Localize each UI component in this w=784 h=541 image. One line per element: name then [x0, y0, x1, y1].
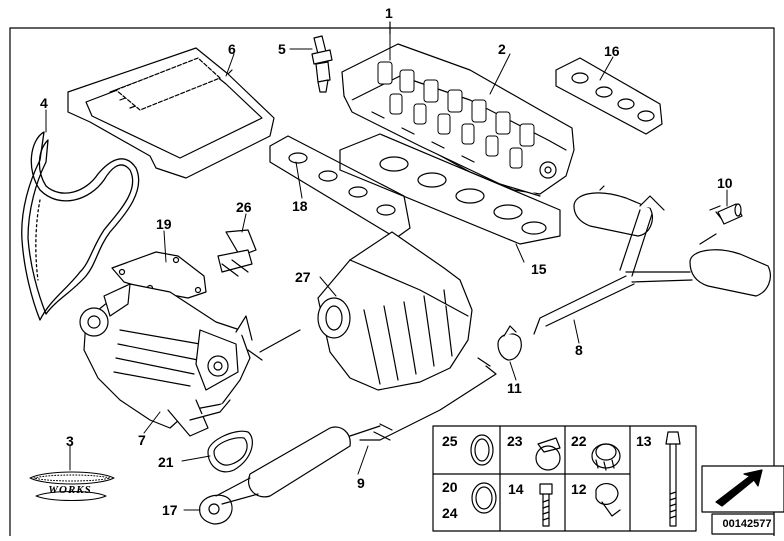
callout-17: 17 [162, 502, 178, 518]
callout-26: 26 [236, 199, 252, 215]
supercharger-part [79, 283, 253, 437]
callout-16: 16 [604, 43, 620, 59]
callout-10: 10 [717, 175, 733, 191]
flange-gasket-part [199, 494, 233, 525]
legend-num-12: 12 [571, 481, 587, 497]
callout-21: 21 [158, 454, 174, 470]
callout-3: 3 [66, 433, 74, 449]
callout-15: 15 [531, 261, 547, 277]
works-logo-text: WORKS [48, 484, 92, 496]
diagram-id-box [701, 465, 784, 535]
engine-cover-part [67, 47, 275, 179]
callout-27: 27 [295, 269, 311, 285]
callout-8: 8 [575, 342, 583, 358]
cylinder-head-part [341, 43, 575, 197]
callout-19: 19 [156, 216, 172, 232]
head-gasket-part [339, 133, 561, 245]
sleeve-part [717, 203, 743, 225]
spark-plug-part [311, 35, 333, 93]
gasket-21-part [207, 430, 253, 473]
drive-belt-part [21, 131, 140, 321]
callout-9: 9 [357, 475, 365, 491]
callout-5: 5 [278, 41, 286, 57]
legend-num-22: 22 [571, 433, 587, 449]
rear-exhaust-part [533, 185, 771, 335]
callout-4: 4 [40, 95, 48, 111]
callout-18: 18 [292, 198, 308, 214]
exhaust-gasket-part [555, 57, 663, 135]
callout-11: 11 [507, 380, 522, 396]
legend-num-24: 24 [442, 505, 458, 521]
legend-num-25: 25 [442, 433, 458, 449]
legend-num-23: 23 [507, 433, 523, 449]
callout-2: 2 [498, 41, 506, 57]
front-exhaust-part [215, 357, 497, 505]
leader-lines [45, 33, 728, 511]
clamp-11-part [497, 325, 522, 361]
injector-part [217, 229, 257, 277]
legend-num-13: 13 [636, 433, 652, 449]
small-parts-legend [432, 425, 697, 532]
diagram-frame [9, 21, 775, 537]
diagram-id-label: 00142577 [722, 518, 772, 530]
airbox-part [247, 231, 473, 391]
works-emblem-part [29, 471, 115, 501]
legend-num-14: 14 [508, 481, 524, 497]
callout-1: 1 [385, 5, 393, 21]
callout-7: 7 [138, 432, 146, 448]
intake-gasket-part [269, 135, 411, 239]
callout-6: 6 [228, 41, 236, 57]
legend-num-20: 20 [442, 479, 458, 495]
